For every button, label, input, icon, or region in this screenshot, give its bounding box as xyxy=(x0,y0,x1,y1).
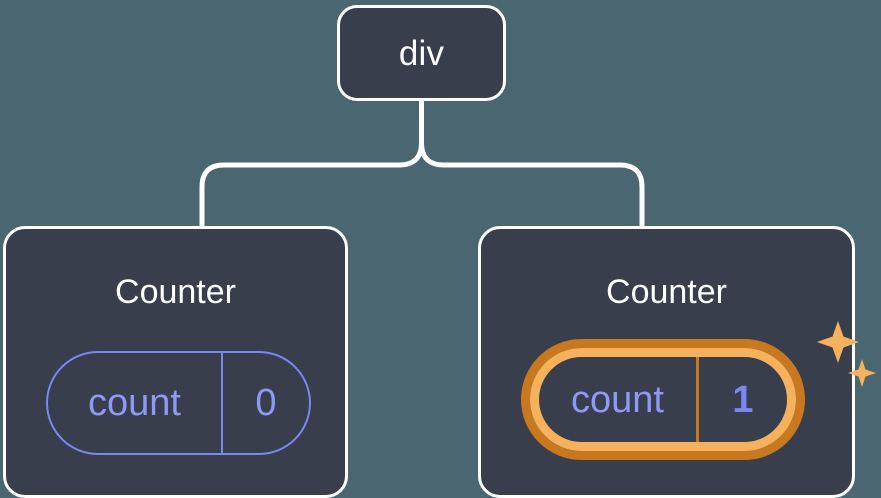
state-pill-right-inner-ring: count 1 xyxy=(530,348,796,451)
sparkle-large-icon xyxy=(817,321,859,363)
node-root-div[interactable]: div xyxy=(337,5,506,101)
state-value-right: 1 xyxy=(696,357,787,442)
node-root-label: div xyxy=(398,33,445,73)
state-value-left: 0 xyxy=(221,353,309,453)
sparkle-icon xyxy=(817,321,876,387)
state-pill-left[interactable]: count 0 xyxy=(46,351,311,455)
connector-branch-left xyxy=(199,140,424,231)
node-title-right: Counter xyxy=(606,273,727,311)
node-title-left: Counter xyxy=(115,273,236,311)
node-counter-left[interactable]: Counter count 0 xyxy=(3,226,348,498)
state-pill-right-highlighted[interactable]: count 1 xyxy=(521,339,805,460)
connector-branch-right xyxy=(419,140,645,231)
state-key-right: count xyxy=(571,378,664,421)
sparkle-small-icon xyxy=(848,359,876,387)
node-counter-right[interactable]: Counter count 1 xyxy=(478,226,876,498)
state-key-left: count xyxy=(88,382,181,424)
